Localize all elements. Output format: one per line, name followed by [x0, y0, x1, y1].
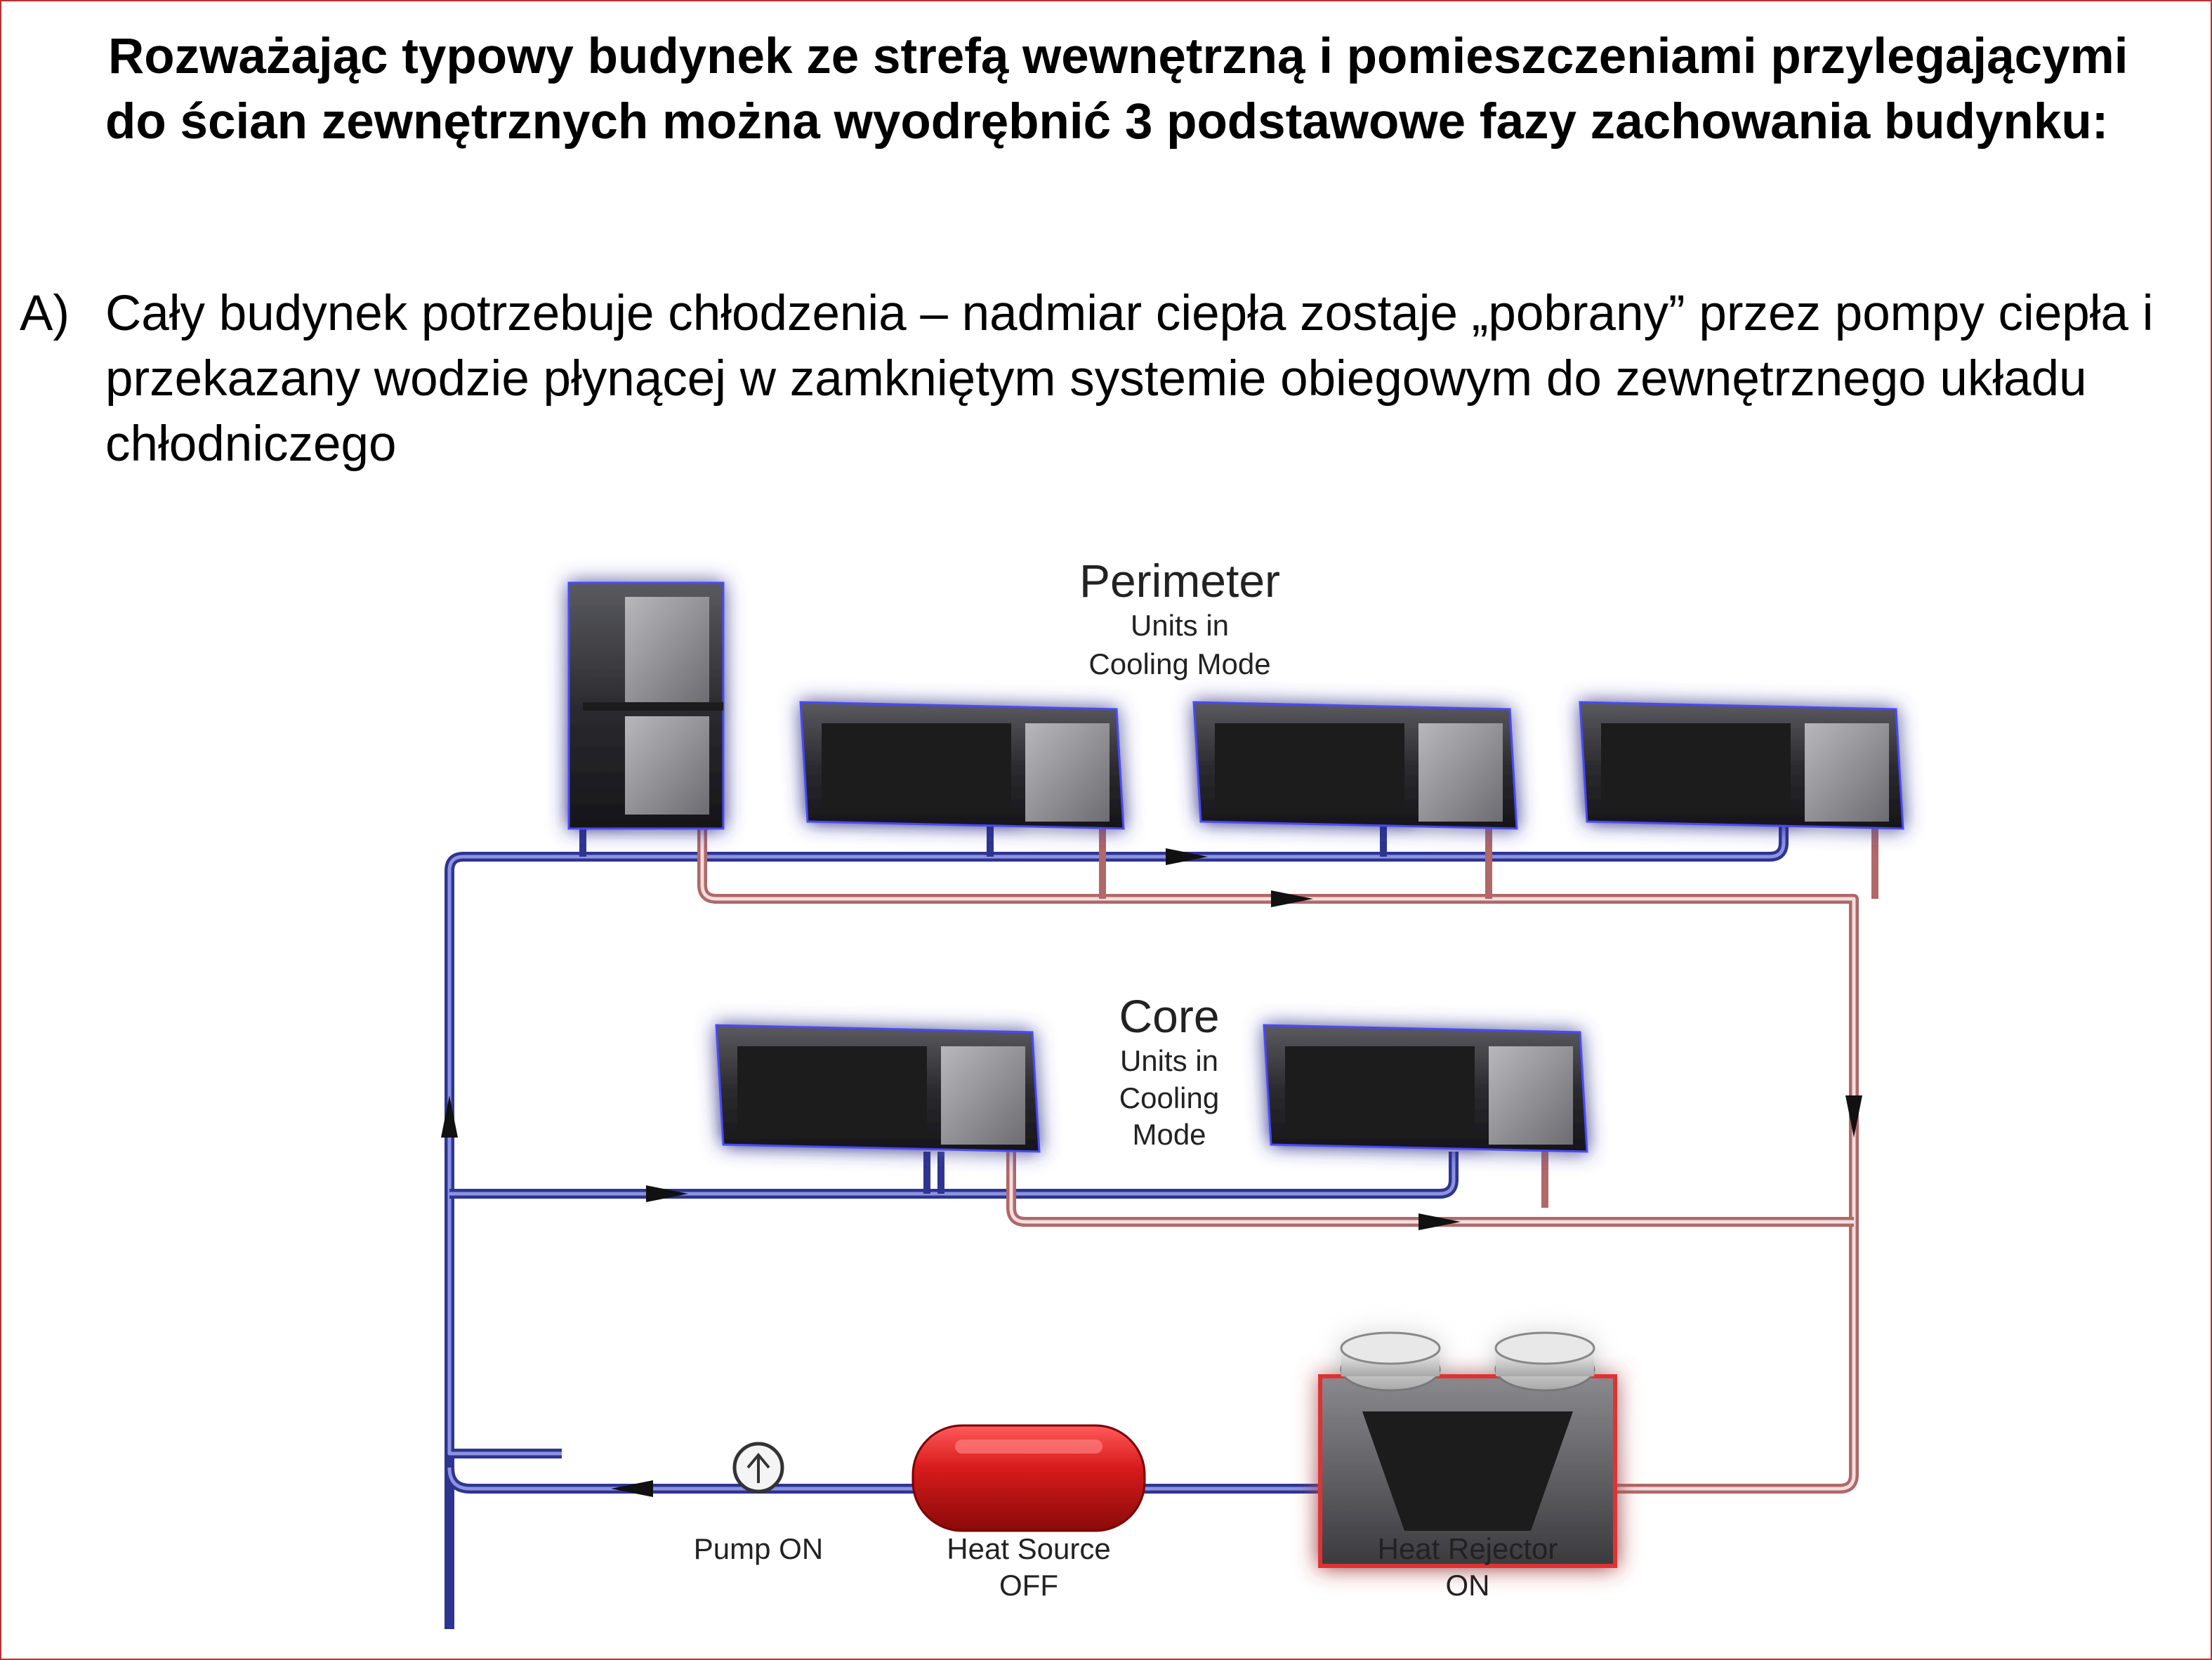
- arrow-up-left: [441, 1095, 458, 1138]
- arrow-supply-top: [1166, 848, 1208, 865]
- supply-pipe-core-inner: [449, 1152, 1456, 1196]
- arrow-bottom-left: [611, 1480, 653, 1497]
- supply-pipe-core: [449, 1152, 1459, 1199]
- heat-source-tank: [911, 1424, 1146, 1532]
- water-loop-diagram: Perimeter Units in Cooling Mode Core Uni…: [441, 555, 1904, 1629]
- supply-pipe-main: [445, 871, 562, 1629]
- arrow-down-right: [1845, 1095, 1862, 1138]
- arrow-return-top: [1271, 890, 1313, 907]
- flow-arrows: [441, 848, 1862, 1497]
- core-sub-2: Cooling: [1119, 1081, 1219, 1114]
- core-sub-1: Units in: [1120, 1044, 1218, 1077]
- supply-pipe-top-inner: [447, 822, 1786, 871]
- perimeter-sub-1: Units in: [1131, 609, 1229, 642]
- perimeter-sub-2: Cooling Mode: [1088, 647, 1270, 680]
- heat-source-label-1: Heat Source: [947, 1532, 1110, 1565]
- core-sub-3: Mode: [1132, 1118, 1206, 1151]
- perimeter-unit-3: [1579, 701, 1904, 830]
- heat-rejector: [1318, 1331, 1617, 1568]
- slide-heading: Rozważając typowy budynek ze strefą wewn…: [105, 29, 2128, 150]
- arrow-supply-core: [646, 1185, 688, 1202]
- return-pipe-core-inner: [1009, 1152, 1854, 1224]
- core-title: Core: [1119, 990, 1219, 1042]
- return-pipe-top: [697, 829, 1859, 1494]
- supply-pipe-main-inner: [447, 871, 562, 1456]
- return-pipe-core: [1006, 1152, 1854, 1227]
- heat-source-label-2: OFF: [999, 1569, 1058, 1602]
- pump-label: Pump ON: [694, 1532, 823, 1565]
- core-unit-1: [715, 1024, 1041, 1153]
- perimeter-title: Perimeter: [1079, 555, 1280, 607]
- core-unit-2: [1263, 1024, 1588, 1153]
- point-a-text: Cały budynek potrzebuje chłodzenia – nad…: [105, 286, 2154, 472]
- heat-rejector-label-1: Heat Rejector: [1378, 1532, 1558, 1565]
- return-pipe-bottom: [445, 1467, 1320, 1494]
- perimeter-vertical-unit: [567, 581, 725, 830]
- perimeter-unit-1: [799, 701, 1125, 830]
- pump-icon: [732, 1442, 784, 1494]
- arrow-return-core: [1418, 1213, 1461, 1230]
- pipe-network: [445, 822, 1878, 1629]
- heat-rejector-label-2: ON: [1446, 1569, 1490, 1602]
- return-drops: [1099, 822, 1878, 899]
- point-a-marker: A): [20, 286, 70, 341]
- return-pipe-top-inner: [700, 829, 1856, 1491]
- perimeter-unit-2: [1192, 701, 1518, 830]
- return-pipe-bottom-inner: [447, 1467, 1320, 1491]
